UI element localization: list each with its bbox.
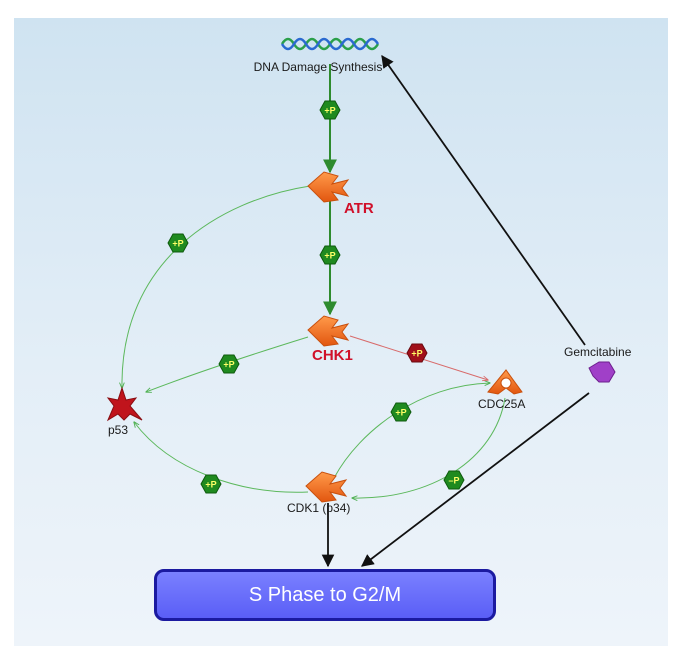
phospho-badge-cdk1-cdc25a: +P bbox=[390, 402, 412, 422]
dephospho-badge-cdc25a-cdk1: –P bbox=[443, 470, 465, 490]
dna-helix-icon bbox=[280, 37, 380, 51]
phospho-badge-chk1-cdc25a: +P bbox=[406, 343, 428, 363]
edge-cdk1-to-p53 bbox=[134, 422, 309, 493]
badge-text: +P bbox=[324, 106, 335, 116]
phospho-badge-dna-atr: +P bbox=[319, 100, 341, 120]
gemcitabine-drug-icon bbox=[588, 361, 616, 383]
phase-label: S Phase to G2/M bbox=[248, 583, 402, 606]
chk1-label: CHK1 bbox=[312, 347, 353, 364]
edge-atr-to-p53 bbox=[122, 185, 311, 388]
cdk1-kinase-icon bbox=[305, 471, 348, 503]
gemcitabine-label: Gemcitabine bbox=[564, 345, 632, 359]
p53-label: p53 bbox=[108, 423, 128, 437]
cdc25a-label: CDC25A bbox=[478, 397, 525, 411]
atr-kinase-icon bbox=[307, 171, 350, 203]
badge-text: +P bbox=[411, 349, 422, 359]
cdk1-label: CDK1 (p34) bbox=[287, 501, 350, 515]
chk1-kinase-icon bbox=[307, 315, 350, 347]
phospho-badge-chk1-p53: +P bbox=[218, 354, 240, 374]
s-phase-to-g2m-box: S Phase to G2/M bbox=[154, 569, 496, 621]
badge-text: +P bbox=[324, 251, 335, 261]
badge-text: +P bbox=[395, 408, 406, 418]
badge-text: –P bbox=[448, 476, 459, 486]
badge-text: +P bbox=[223, 360, 234, 370]
p53-transcription-factor-icon bbox=[106, 386, 143, 422]
phospho-badge-cdk1-p53: +P bbox=[200, 474, 222, 494]
cdc25a-phosphatase-icon bbox=[487, 369, 523, 395]
edge-cdk1-to-cdc25a bbox=[333, 383, 490, 479]
edge-cdc25a-to-cdk1 bbox=[352, 397, 506, 498]
atr-label: ATR bbox=[344, 200, 374, 217]
edge-gemcitabine-to-phase bbox=[360, 392, 590, 567]
dna-label: DNA Damage Synthesis bbox=[254, 60, 383, 74]
edge-gemcitabine-to-dna bbox=[381, 54, 586, 346]
badge-text: +P bbox=[172, 239, 183, 249]
phospho-badge-atr-p53: +P bbox=[167, 233, 189, 253]
badge-text: +P bbox=[205, 480, 216, 490]
phospho-badge-atr-chk1: +P bbox=[319, 245, 341, 265]
